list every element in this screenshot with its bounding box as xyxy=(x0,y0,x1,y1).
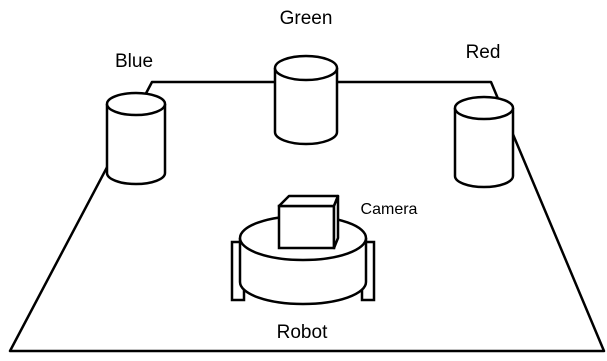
arena-floor xyxy=(8,80,606,353)
green-label: Green xyxy=(280,8,333,29)
red-label: Red xyxy=(466,42,501,63)
camera-label: Camera xyxy=(361,201,418,218)
green-cylinder xyxy=(273,54,339,146)
blue-cylinder xyxy=(105,91,167,186)
blue-label: Blue xyxy=(115,51,153,72)
robot xyxy=(230,194,376,306)
red-cylinder xyxy=(453,95,515,189)
robot-label: Robot xyxy=(277,322,328,343)
camera-box xyxy=(277,194,340,250)
